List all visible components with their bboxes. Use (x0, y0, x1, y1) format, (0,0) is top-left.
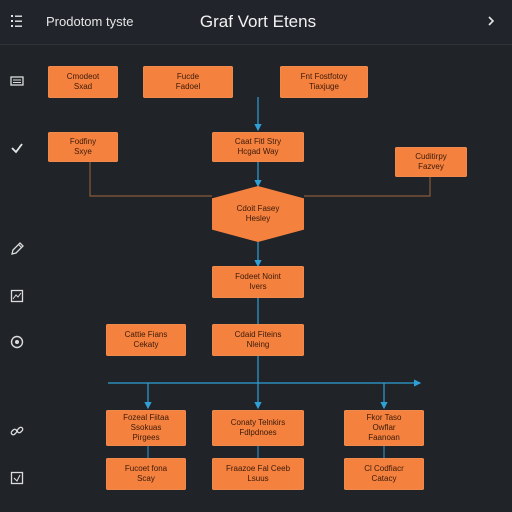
node-sublabel: Scay (137, 474, 155, 483)
node-label: Fodfiny (69, 137, 97, 146)
node-label: Cdaid Fiteins (234, 330, 282, 339)
node-sublabel: Sxye (74, 147, 92, 156)
link-icon[interactable] (9, 423, 25, 439)
check-icon[interactable] (9, 140, 25, 156)
node-label: Cuditirpy (415, 152, 447, 161)
node-label: Fkor Taso (366, 413, 402, 422)
node-sublabel: Pirgees (132, 433, 160, 442)
flow-node-1[interactable]: Cmodeot Sxad (48, 66, 118, 98)
flow-node-8[interactable]: Fodeet Noint Ivers (212, 266, 304, 298)
target-icon[interactable] (9, 334, 25, 350)
node-label: Cl Codfiacr (364, 464, 404, 473)
flow-node-5[interactable]: Caat Fitl Stry Hcgad Way (212, 132, 304, 162)
node-sublabel: Ivers (249, 282, 267, 291)
node-label: Caat Fitl Stry (234, 137, 282, 146)
image-icon[interactable] (9, 288, 25, 304)
top-bar: Prodotom tyste Graf Vort Etens (0, 0, 512, 45)
node-label: Fraazoe Fal Ceeb (225, 464, 291, 473)
flow-node-4[interactable]: Fodfiny Sxye (48, 132, 118, 162)
node-sublabel: Owflar (372, 423, 396, 432)
flow-decision-node[interactable]: Cdoit Fasey Hesley (212, 186, 304, 242)
node-label: Fnt Fostfotoy (300, 72, 348, 81)
flow-node-3[interactable]: Fnt Fostfotoy Tiaxjuge (280, 66, 368, 98)
flow-node-13[interactable]: Fkor Taso Owflar Faanoan (344, 410, 424, 446)
export-icon[interactable] (9, 470, 25, 486)
flow-node-14[interactable]: Fucoet fona Scay (106, 458, 186, 490)
flow-node-10[interactable]: Cdaid Fiteins Nleing (212, 324, 304, 356)
node-sublabel: Cekaty (133, 340, 159, 349)
page-title: Graf Vort Etens (199, 12, 317, 31)
node-label: Fozeal Fiitaa (123, 413, 169, 422)
node-label: Cdoit Fasey (236, 204, 280, 213)
chevron-right-icon[interactable] (484, 12, 498, 30)
node-sublabel: Hcgad Way (237, 147, 279, 156)
node-sublabel: Faanoan (368, 433, 400, 442)
node-label: Fodeet Noint (235, 272, 281, 281)
flow-node-6[interactable]: Cuditirpy Fazvey (395, 147, 467, 177)
project-title: Prodotom tyste (46, 14, 134, 29)
flow-node-11[interactable]: Fozeal Fiitaa Ssokuas Pirgees (106, 410, 186, 446)
node-sublabel: Tiaxjuge (309, 82, 339, 91)
node-sublabel: Sxad (73, 82, 93, 91)
node-label: Cattie Fians (124, 330, 168, 339)
flow-node-12[interactable]: Conaty Telnkirs Fdlpdnoes (212, 410, 304, 446)
connector (304, 176, 431, 197)
node-label: Cmodeot (66, 72, 100, 81)
sidebar (0, 45, 34, 512)
node-label: Fucoet fona (124, 464, 168, 473)
flow-node-9[interactable]: Cattie Fians Cekaty (106, 324, 186, 356)
node-sublabel: Fadoel (175, 82, 201, 91)
flow-node-16[interactable]: Cl Codfiacr Catacy (344, 458, 424, 490)
node-sublabel: Catacy (371, 474, 397, 483)
node-label: Fucde (176, 72, 200, 81)
node-sublabel: Fazvey (418, 162, 444, 171)
menu-icon[interactable] (10, 14, 24, 28)
node-sublabel: Fdlpdnoes (239, 428, 277, 437)
pencil-icon[interactable] (9, 241, 25, 257)
node-sublabel: Ssokuas (130, 423, 162, 432)
flow-node-15[interactable]: Fraazoe Fal Ceeb Lsuus (212, 458, 304, 490)
flow-node-2[interactable]: Fucde Fadoel (143, 66, 233, 98)
node-sublabel: Hesley (245, 214, 271, 223)
connector (89, 162, 212, 197)
list-icon[interactable] (9, 73, 25, 89)
node-sublabel: Lsuus (247, 474, 269, 483)
node-sublabel: Nleing (246, 340, 270, 349)
node-label: Conaty Telnkirs (230, 418, 286, 427)
